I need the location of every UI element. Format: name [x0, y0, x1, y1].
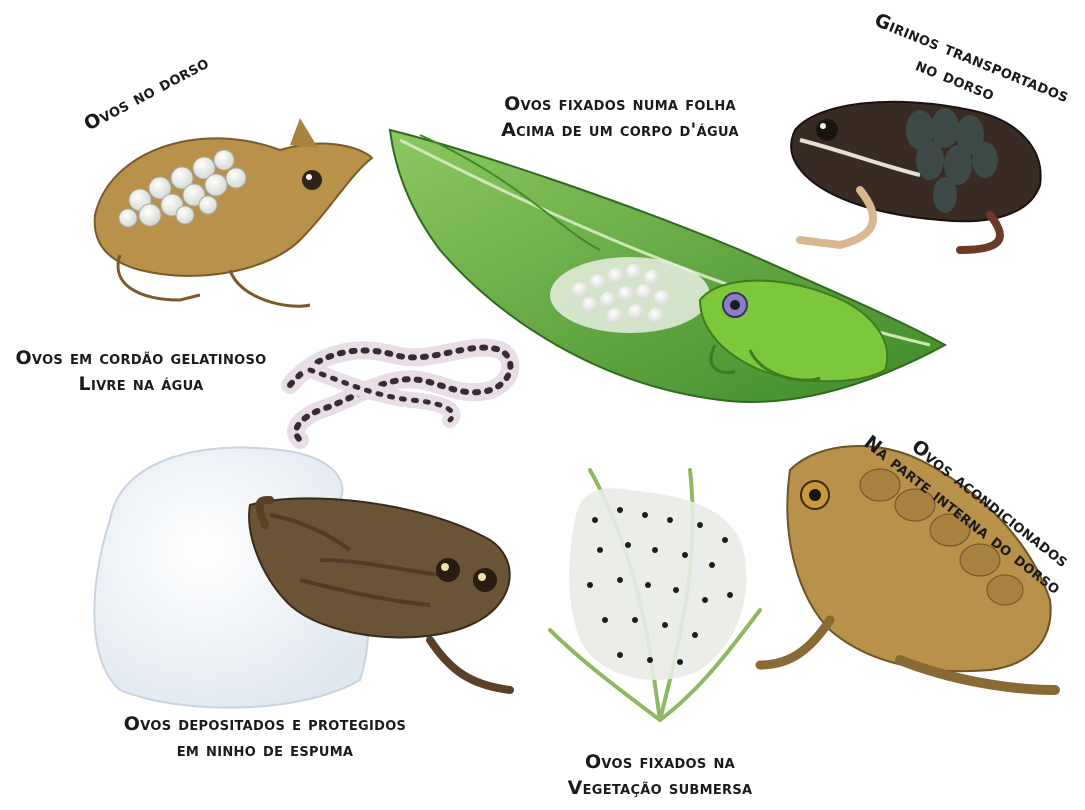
label-gelatinous-string: Ovos em cordão gelatinoso Livre na água [5, 346, 277, 397]
label-submerged-vegetation-line2: Vegetação submersa [545, 776, 775, 802]
label-leaf-eggs: Ovos fixados numa folha Acima de um corp… [495, 92, 745, 143]
label-submerged-vegetation-line1: Ovos fixados na [545, 750, 775, 776]
frog-eggs-on-back [95, 118, 372, 306]
label-gelatinous-string-line1: Ovos em cordão gelatinoso [5, 346, 277, 372]
frog-transporting-tadpoles [791, 102, 1041, 250]
label-foam-nest: Ovos depositados e protegidos em ninho d… [110, 712, 420, 763]
eggs-on-submerged-vegetation [550, 470, 760, 720]
gelatinous-egg-string [290, 348, 510, 440]
foam-nest-with-frog [94, 448, 510, 708]
label-foam-nest-line2: em ninho de espuma [110, 738, 420, 764]
label-foam-nest-line1: Ovos depositados e protegidos [110, 712, 420, 738]
leaf-egg-mass [550, 257, 710, 333]
label-gelatinous-string-line2: Livre na água [5, 372, 277, 398]
label-leaf-eggs-line2: Acima de um corpo d'água [495, 118, 745, 144]
label-leaf-eggs-line1: Ovos fixados numa folha [495, 92, 745, 118]
label-submerged-vegetation: Ovos fixados na Vegetação submersa [545, 750, 775, 801]
